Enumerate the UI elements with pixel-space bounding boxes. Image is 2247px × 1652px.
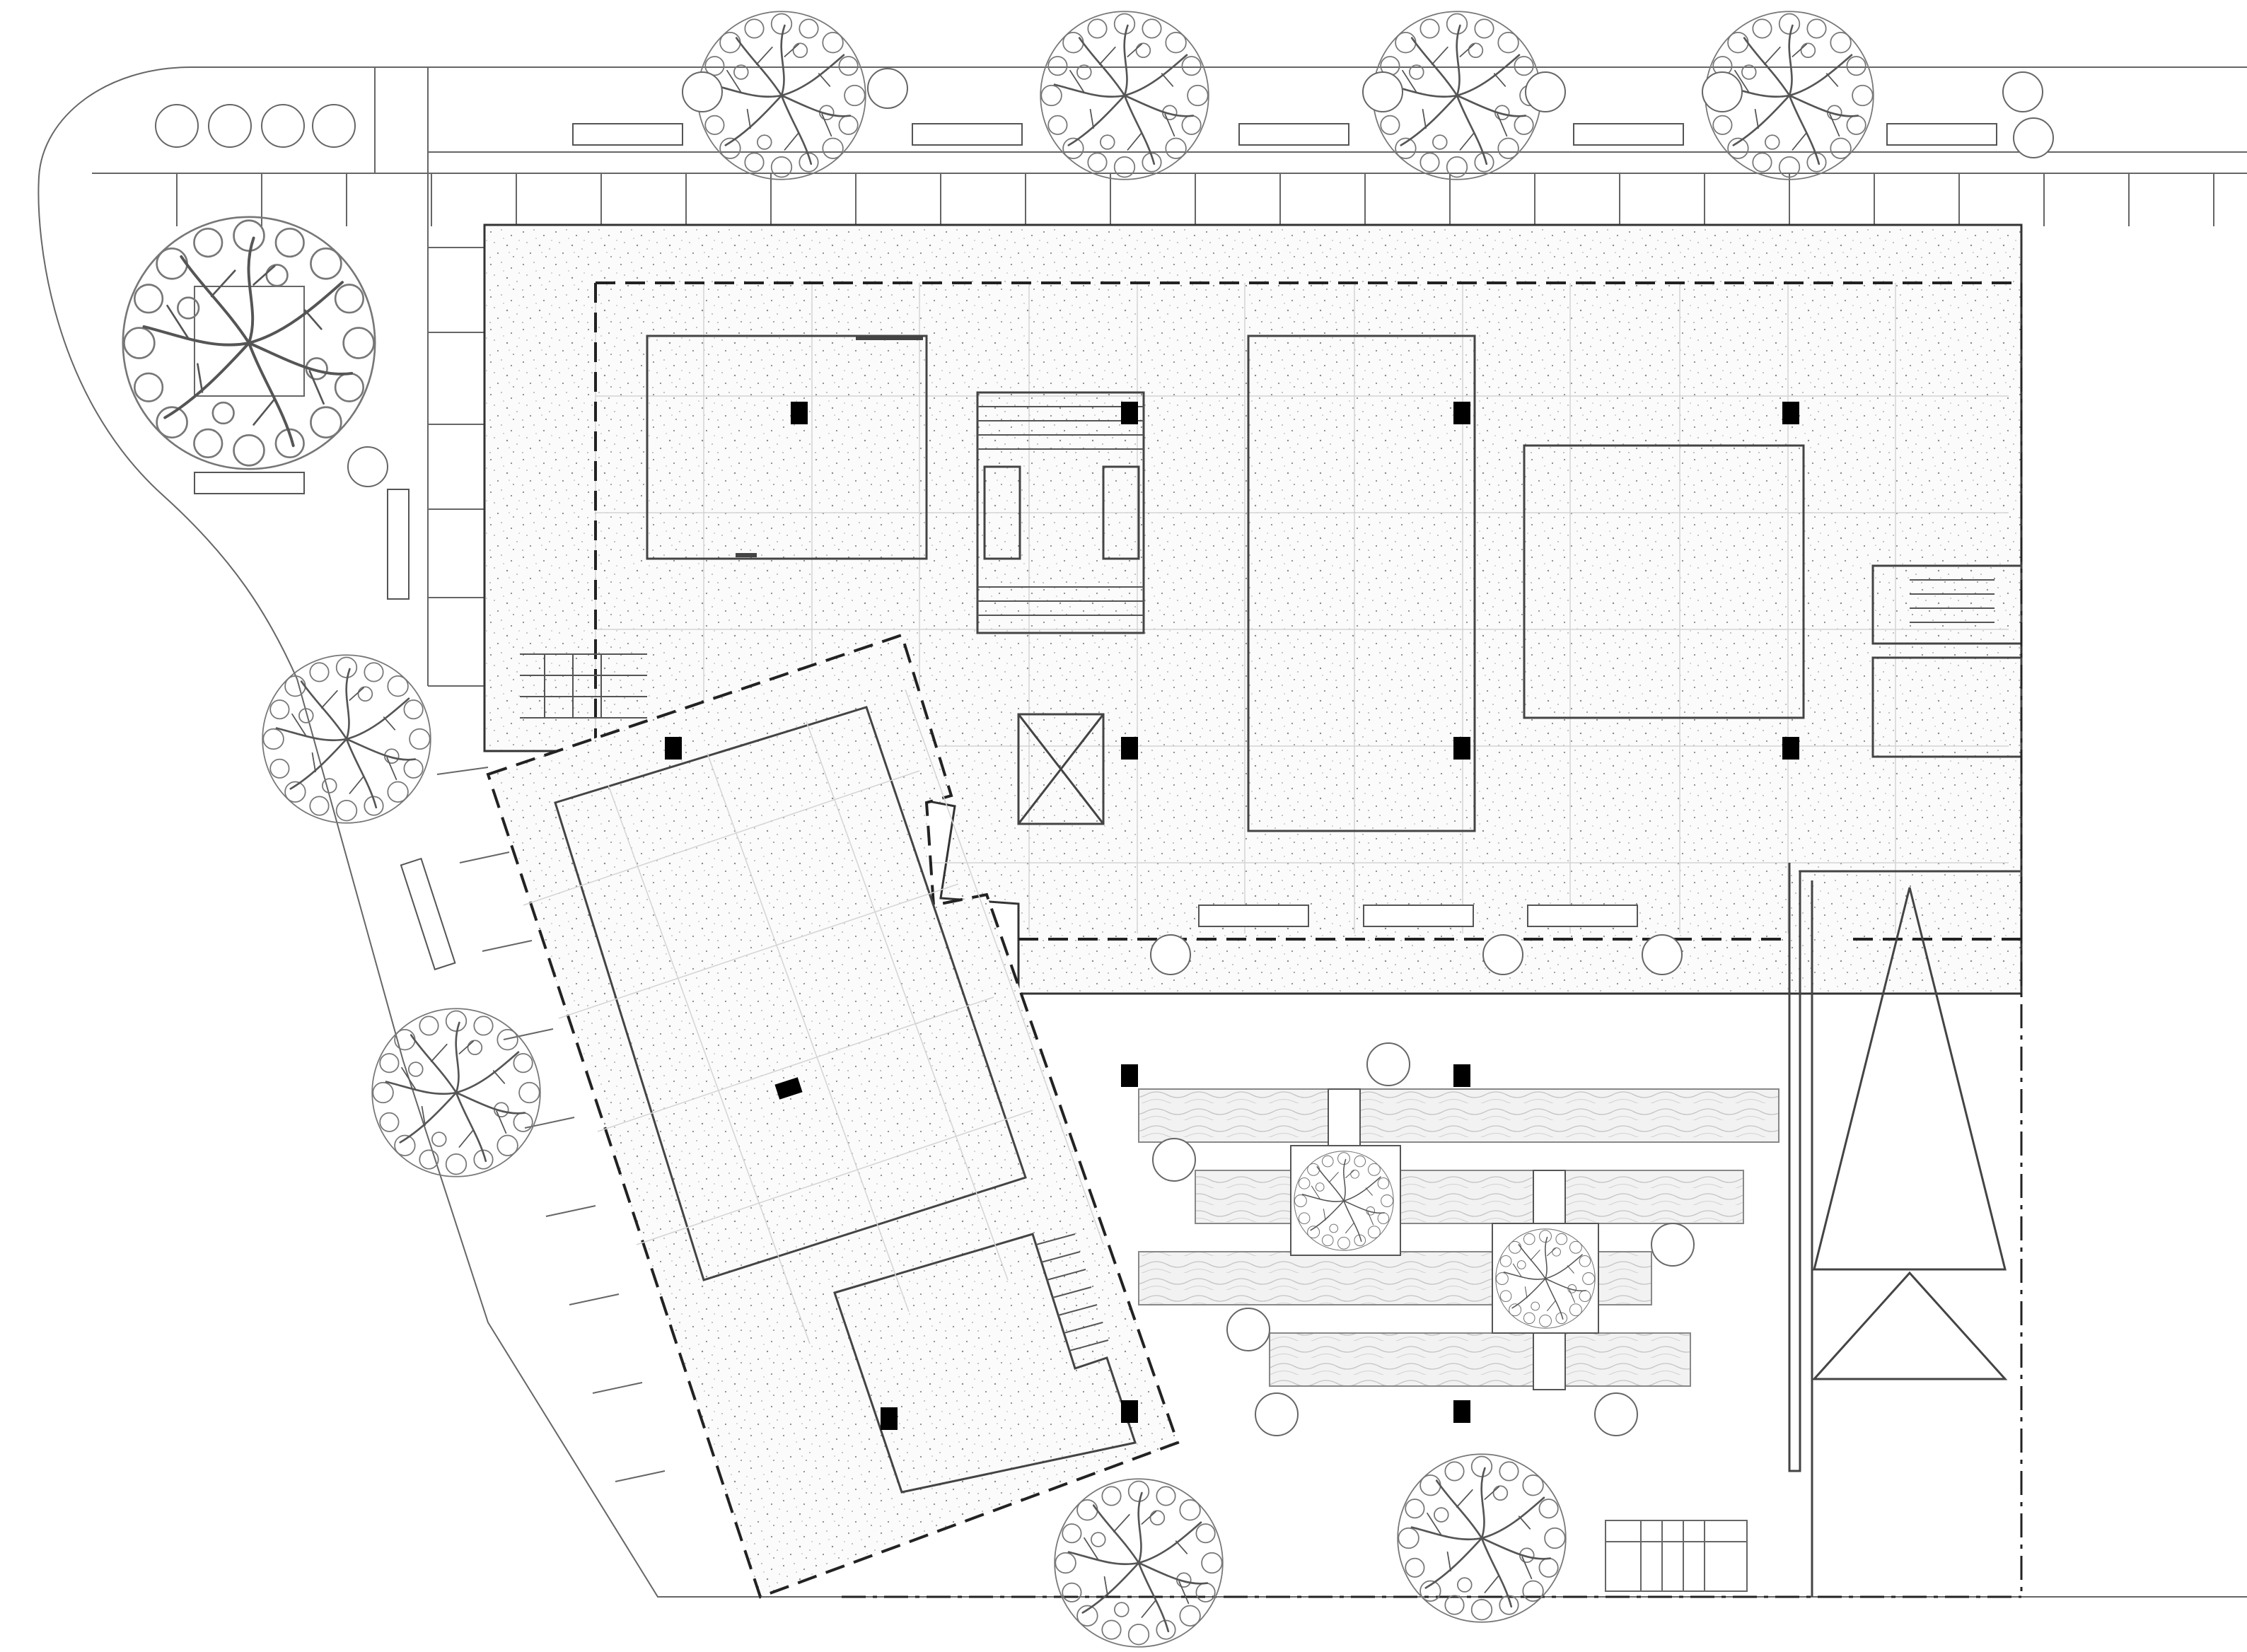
rotated-building xyxy=(486,633,1180,1599)
column xyxy=(774,1077,803,1100)
sidewalk-joints xyxy=(176,173,2214,1482)
trees xyxy=(121,10,1875,1648)
bike-rack xyxy=(1605,1520,1748,1592)
site-boundary-dashdot xyxy=(842,283,2023,1598)
stair-treads xyxy=(520,406,1995,719)
parking-lane xyxy=(1788,863,2021,1597)
paving-grid xyxy=(595,283,2009,933)
benches xyxy=(194,123,1997,971)
structural-columns xyxy=(665,402,1799,1430)
rotated-building-paving xyxy=(488,635,1178,1597)
building-outline-dashed xyxy=(594,281,2021,941)
street-edge-lines xyxy=(37,66,2247,1598)
shrubs xyxy=(155,68,2054,1436)
interior-rooms xyxy=(646,335,2023,832)
planter-beds xyxy=(1138,1088,1779,1390)
